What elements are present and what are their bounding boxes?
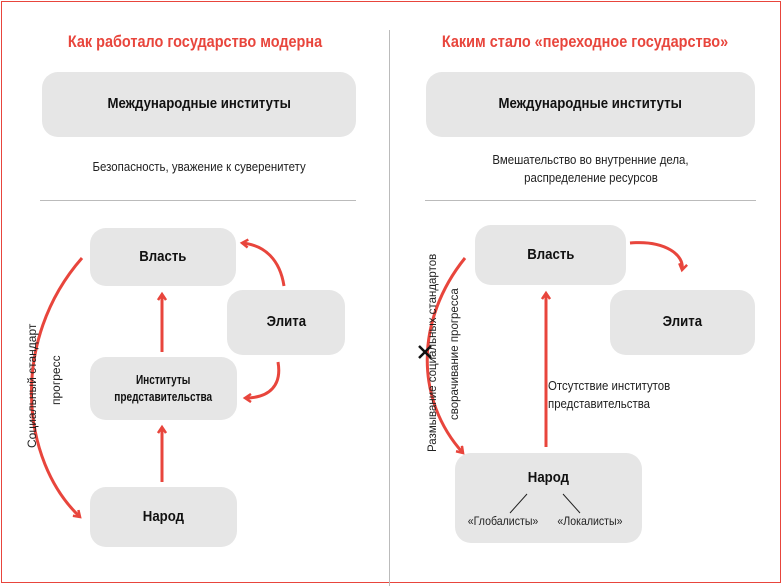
- localists-label: «Локалисты»: [557, 514, 623, 528]
- people-split-line-right: [562, 493, 581, 514]
- right-divider: [425, 200, 756, 201]
- right-curve-label-2: сворачивание прогресса: [449, 288, 461, 420]
- people-split-line-left: [509, 493, 528, 514]
- left-curve-label-1: Социальный стандарт: [25, 323, 39, 448]
- left-curve-label-2: прогресс: [49, 355, 63, 405]
- left-elite-to-power-arrow: [242, 243, 286, 287]
- right-intl-box: Международные институты: [426, 72, 755, 137]
- left-title: Как работало государство модерна: [67, 32, 323, 51]
- right-power-to-people-curve-arrow: [425, 257, 467, 453]
- left-elite-institutions-arrow: [245, 361, 281, 398]
- vertical-divider: [389, 30, 390, 586]
- left-power-box: Власть: [90, 228, 236, 286]
- right-power-box: Власть: [475, 225, 626, 285]
- left-intl-box: Международные институты: [42, 72, 356, 137]
- right-power-elite-arrow: [629, 241, 682, 270]
- right-curve-label-1: Размывание социальных стандартов: [427, 254, 439, 452]
- right-title: Каким стало «переходное государство»: [441, 32, 729, 51]
- left-intl-relation: Безопасность, уважение к суверенитету: [92, 159, 306, 174]
- left-people-box: Народ: [90, 487, 237, 547]
- right-intl-relation: Вмешательство во внутренние дела,распред…: [492, 152, 689, 185]
- right-people-box: Народ: [455, 453, 642, 543]
- left-divider: [40, 200, 356, 201]
- left-power-to-people-curve-arrow: [30, 257, 84, 517]
- right-elite-box: Элита: [610, 290, 755, 355]
- globalists-label: «Глобалисты»: [467, 514, 539, 528]
- broken-link-x-icon: [418, 345, 432, 359]
- left-elite-box: Элита: [227, 290, 345, 355]
